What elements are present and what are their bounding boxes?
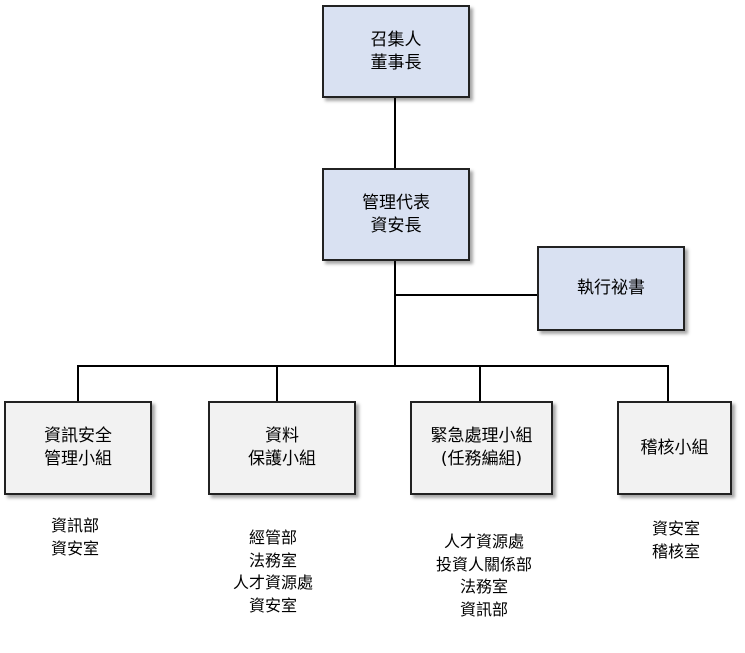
group-label: 緊急處理小組 [430,426,533,446]
department-item: 資安室 [651,519,700,538]
group-label: 資訊安全 [44,426,112,446]
department-item: 人才資源處 [443,532,524,551]
connector-horizontal-bus [77,365,669,367]
group-label: 稽核小組 [640,437,709,458]
department-list-infosec: 資訊部 資安室 [4,515,146,560]
department-item: 人才資源處 [232,573,313,592]
department-list-audit: 資安室 稽核室 [612,518,740,563]
department-item: 經管部 [248,528,297,547]
department-item: 資訊部 [50,516,99,535]
group-box-data-protection: 資料 保護小組 [208,401,356,495]
secretary-label: 執行祕書 [577,278,645,298]
department-item: 資訊部 [459,599,508,619]
department-list-emergency: 人才資源處 投資人關係部 法務室 資訊部 [404,531,564,621]
group-box-audit: 稽核小組 [617,401,732,495]
department-item: 稽核室 [651,541,700,561]
group-label: (任務編組) [440,449,523,469]
department-item: 資安室 [50,538,99,558]
representative-title: 管理代表 [362,192,430,213]
connector-secretary [395,294,539,296]
connector-rep-trunk [394,260,396,366]
connector-group-3 [479,365,481,402]
representative-role: 資安長 [370,215,422,236]
convener-title: 召集人 [370,29,422,50]
connector-convener-rep [394,97,396,169]
department-item: 投資人關係部 [435,554,532,574]
connector-group-4 [667,365,669,402]
department-item: 資安室 [248,595,297,615]
group-box-emergency: 緊急處理小組 (任務編組) [410,401,553,495]
department-list-data-protection: 經管部 法務室 人才資源處 資安室 [202,527,344,617]
connector-group-1 [77,365,79,402]
secretary-box: 執行祕書 [537,246,685,331]
department-item: 法務室 [459,577,508,596]
convener-box: 召集人 董事長 [322,5,470,98]
group-label: 管理小組 [44,449,112,469]
connector-group-2 [276,365,278,402]
group-box-infosec: 資訊安全 管理小組 [4,401,152,495]
department-item: 法務室 [248,550,297,570]
representative-box: 管理代表 資安長 [322,168,470,261]
group-label: 保護小組 [248,449,316,469]
group-label: 資料 [265,426,299,446]
convener-role: 董事長 [370,52,422,73]
